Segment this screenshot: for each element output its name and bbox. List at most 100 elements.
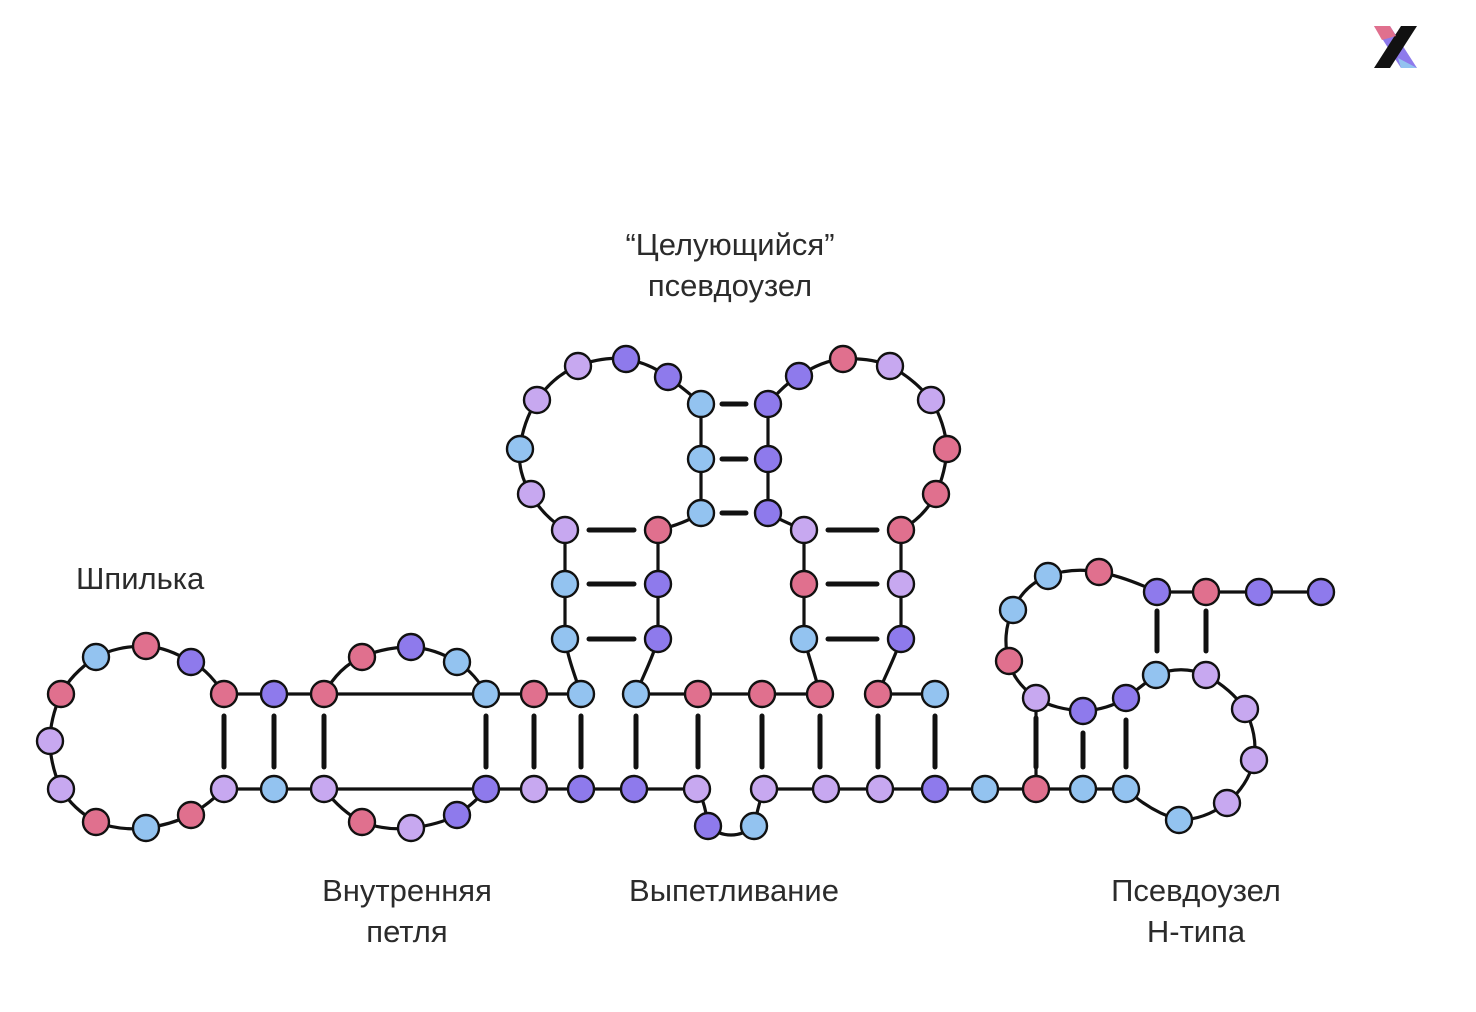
nucleotide [643, 569, 673, 599]
nucleotide [789, 515, 819, 545]
label-kissing-pseudoknot: “Целующийся” псевдоузел [560, 224, 900, 306]
nucleotide [619, 774, 649, 804]
nucleotide [1021, 774, 1051, 804]
nucleotide [1084, 557, 1114, 587]
nucleotide [1230, 694, 1260, 724]
nucleotide [921, 479, 951, 509]
base-pair-bonds [221, 401, 1209, 770]
nucleotide [1212, 788, 1242, 818]
nucleotide [566, 774, 596, 804]
nucleotide [1111, 774, 1141, 804]
nucleotide [519, 679, 549, 709]
label-h-pseudoknot-line1: Псевдоузел [1111, 873, 1281, 908]
nucleotide [753, 444, 783, 474]
nucleotide [653, 362, 683, 392]
nucleotide [1033, 561, 1063, 591]
nucleotide [1191, 577, 1221, 607]
nucleotide [747, 679, 777, 709]
nucleotide [970, 774, 1000, 804]
nucleotide [753, 389, 783, 419]
nucleotide [1164, 805, 1194, 835]
label-internal-loop: Внутренняя петля [282, 870, 532, 952]
nucleotide [1142, 577, 1172, 607]
label-internal-loop-line1: Внутренняя [322, 873, 492, 908]
nucleotide [471, 774, 501, 804]
nucleotide [611, 344, 641, 374]
nucleotide [81, 642, 111, 672]
nucleotide [886, 569, 916, 599]
nucleotide [1239, 745, 1269, 775]
nucleotide [998, 595, 1028, 625]
nucleotide [347, 642, 377, 672]
nucleotide [920, 774, 950, 804]
nucleotide [865, 774, 895, 804]
nucleotide [1021, 683, 1051, 713]
nucleotide [875, 351, 905, 381]
label-h-pseudoknot-line2: H-типа [1146, 914, 1246, 949]
nucleotide [932, 434, 962, 464]
nucleotide [471, 679, 501, 709]
nucleotide [131, 813, 161, 843]
nucleotide [176, 647, 206, 677]
nucleotide [789, 569, 819, 599]
nucleotide [442, 647, 472, 677]
label-h-pseudoknot: Псевдоузел H-типа [1076, 870, 1316, 952]
nucleotide [621, 679, 651, 709]
nucleotide [805, 679, 835, 709]
backbone-segment [563, 528, 583, 696]
nucleotide [35, 726, 65, 756]
nucleotide [1141, 660, 1171, 690]
nucleotide [1111, 683, 1141, 713]
label-hairpin-line1: Шпилька [76, 561, 205, 596]
label-internal-loop-line2: петля [366, 914, 448, 949]
nucleotide [1191, 660, 1221, 690]
nucleotide [753, 498, 783, 528]
nucleotide [209, 679, 239, 709]
nucleotide [749, 774, 779, 804]
nucleotide [259, 679, 289, 709]
nucleotide [784, 361, 814, 391]
nucleotide [396, 632, 426, 662]
nucleotide [643, 624, 673, 654]
nucleotide [309, 774, 339, 804]
nucleotide [686, 444, 716, 474]
nucleotide [739, 811, 769, 841]
nucleotide [682, 774, 712, 804]
rna-backbone [48, 356, 1323, 837]
nucleotide [916, 385, 946, 415]
logo-icon [1374, 26, 1417, 68]
label-hairpin: Шпилька [76, 558, 204, 599]
nucleotide [81, 807, 111, 837]
nucleotide [886, 624, 916, 654]
nucleotide [920, 679, 950, 709]
nucleotide [309, 679, 339, 709]
nucleotide [683, 679, 713, 709]
nucleotide [505, 434, 535, 464]
nucleotide [994, 646, 1024, 676]
nucleotide [46, 679, 76, 709]
nucleotide [693, 811, 723, 841]
nucleotide [131, 631, 161, 661]
nucleotide [396, 813, 426, 843]
nucleotide [1068, 696, 1098, 726]
nucleotide [519, 774, 549, 804]
nucleotide [811, 774, 841, 804]
nucleotide [1306, 577, 1336, 607]
nucleotide [550, 624, 580, 654]
nucleotide [442, 800, 472, 830]
label-kissing-pseudoknot-line1: “Целующийся” [625, 227, 835, 262]
nucleotide [686, 389, 716, 419]
nucleotide [789, 624, 819, 654]
nucleotides [35, 344, 1336, 843]
nucleotide [209, 774, 239, 804]
nucleotide [176, 800, 206, 830]
nucleotide [347, 807, 377, 837]
label-kissing-pseudoknot-line2: псевдоузел [647, 268, 813, 303]
nucleotide [828, 344, 858, 374]
nucleotide [516, 479, 546, 509]
backbone-segment [876, 528, 937, 696]
nucleotide [686, 498, 716, 528]
nucleotide [550, 515, 580, 545]
nucleotide [1244, 577, 1274, 607]
